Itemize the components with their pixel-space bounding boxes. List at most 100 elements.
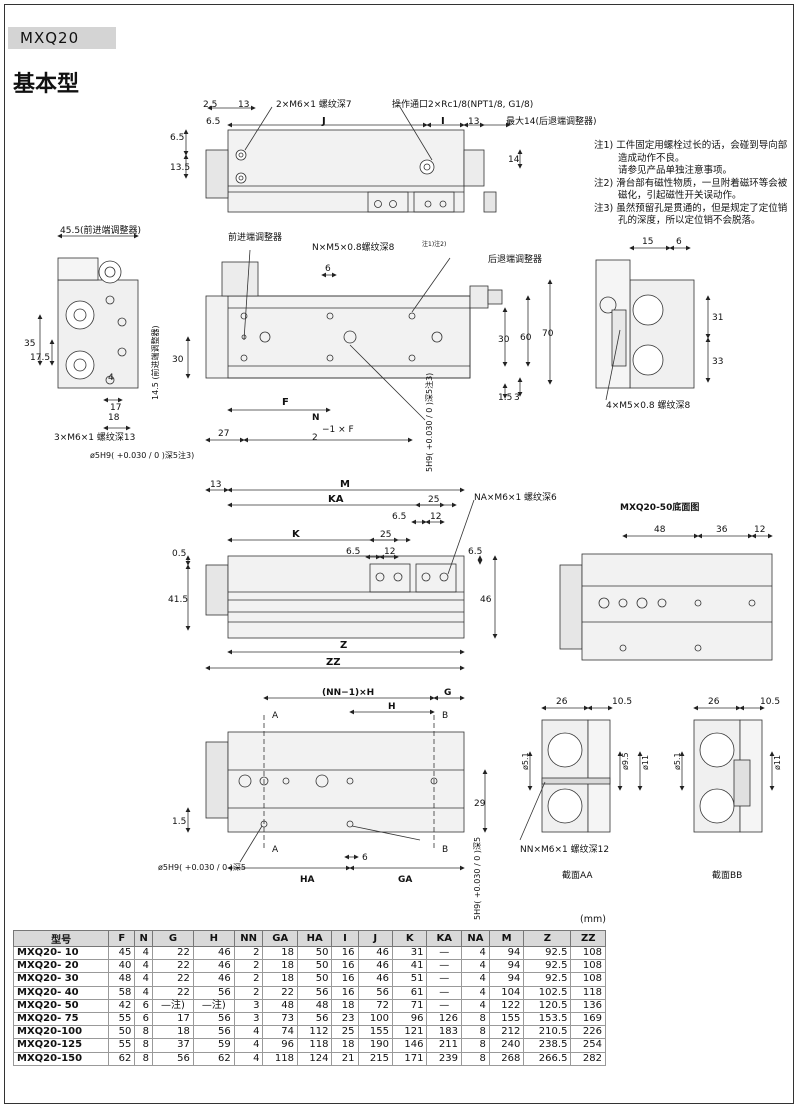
table-cell: 238.5 [523,1038,572,1053]
table-cell: 62 [192,1051,235,1066]
table-cell: 22 [152,985,194,1000]
aa-11: ø11 [641,755,650,770]
col-g: G [152,930,194,947]
table-header-row: 型号 F N G H NN GA HA I J K KA NA M Z ZZ [12,930,606,947]
table-cell: 72 [357,998,394,1013]
table-cell: 74 [262,1025,298,1040]
dim-6-side: 6 [325,264,331,274]
table-cell: 18 [331,998,359,1013]
table-cell: 118 [262,1051,298,1066]
table-cell: MXQ20- 30 [12,972,110,987]
dim-6-end: 6 [676,237,682,247]
table-cell: 2 [233,972,264,987]
table-cell: 146 [391,1038,428,1053]
table-cell: 108 [570,972,606,987]
table-cell: 41 [391,959,428,974]
section-b-top: B [442,711,448,721]
col-nn: NN [233,930,264,947]
section-a-top: A [272,711,279,721]
dim-12-50: 12 [754,525,765,535]
callout-5h9-lower: ø5H9( +0.030 / 0 )深5 [158,863,246,872]
section-b-bottom: B [442,845,448,855]
table-cell: —注) [152,998,194,1013]
table-cell: 37 [152,1038,194,1053]
table-cell: 46 [192,959,235,974]
formula-n: N [312,413,320,423]
col-m: M [488,930,525,947]
table-cell: 25 [331,1025,359,1040]
table-cell: — [426,972,462,987]
dim-12-top: 12 [430,512,441,522]
bb-26: 26 [708,697,720,707]
table-cell: — [426,959,462,974]
formula-den: 2 [312,433,318,443]
dim-j: J [321,116,326,127]
col-h: H [192,930,235,947]
dim-1-5-lower: 1.5 [172,817,186,827]
col-ka: KA [426,930,462,947]
table-cell: 40 [108,959,136,974]
dim-g: G [444,688,451,698]
table-cell: 8 [460,1025,490,1040]
dim-4: 4 [108,373,114,383]
table-cell: 18 [262,972,298,987]
dim-m: M [340,479,350,490]
note-line: 注2) 滑台部有磁性物质，一旦附着磁环等会被 [594,177,788,189]
bottom-50-title: MXQ20-50底面图 [620,501,699,513]
dim-14-5-front: 14.5 (前进端调整器) [150,325,160,400]
table-cell: MXQ20- 50 [12,998,110,1013]
table-cell: 17 [152,1011,194,1027]
table-cell: 16 [331,945,359,961]
table-cell: 56 [152,1051,194,1066]
table-cell: 183 [426,1025,462,1040]
table-cell: 102.5 [523,985,572,1000]
table-cell: 18 [262,945,298,961]
table-cell: 4 [233,1025,264,1040]
table-cell: MXQ20-100 [12,1025,110,1040]
table-cell: MXQ20-150 [12,1051,110,1066]
table-cell: 92.5 [523,972,572,987]
table-cell: 46 [357,972,394,987]
table-cell: 6 [134,1011,154,1027]
callout-nm5: N×M5×0.8螺纹深8 [312,241,395,253]
dim-15-end: 15 [642,237,653,247]
table-cell: 8 [460,1051,490,1066]
table-cell: 4 [460,998,490,1013]
dim-nn-h: (NN−1)×H [322,688,374,698]
table-cell: 240 [488,1038,525,1053]
table-cell: — [426,945,462,961]
table-cell: 4 [134,972,154,987]
note-line: 注3) 虽然预留孔是贯通的，但是规定了定位销 [594,202,788,214]
dim-46: 46 [480,595,492,605]
dim-zz: ZZ [326,657,341,668]
table-cell: 266.5 [523,1051,572,1066]
aa-5-1: ø5.1 [521,752,530,770]
dim-f: F [282,397,289,408]
table-cell: MXQ20- 40 [12,985,110,1000]
table-cell: 22 [262,985,298,1000]
formula-rest: −1 × F [322,425,354,435]
table-cell: 126 [426,1011,462,1027]
table-cell: 4 [460,972,490,987]
table-cell: 153.5 [523,1011,572,1027]
table-cell: 108 [570,959,606,974]
callout-nn: NN×M6×1 螺纹深12 [520,843,609,855]
table-cell: 22 [152,972,194,987]
col-zz: ZZ [570,930,606,947]
page-frame [4,4,794,1104]
notes-block: 注1) 工件固定用螺栓过长的话，会碰到导向部 造成动作不良。 请参见产品单独注意… [594,140,794,228]
dim-31: 31 [712,313,723,323]
table-cell: 4 [460,985,490,1000]
aa-9-5: ø9.5 [621,752,630,770]
callout-5h9-lower-v: 5H9( +0.030 / 0 )深5 [473,837,482,920]
table-cell: 56 [357,985,394,1000]
col-na: NA [460,930,490,947]
side-view [37,233,711,443]
dim-36: 36 [716,525,728,535]
table-cell: 2 [233,959,264,974]
table-cell: 2 [233,945,264,961]
lower-view [185,695,775,871]
